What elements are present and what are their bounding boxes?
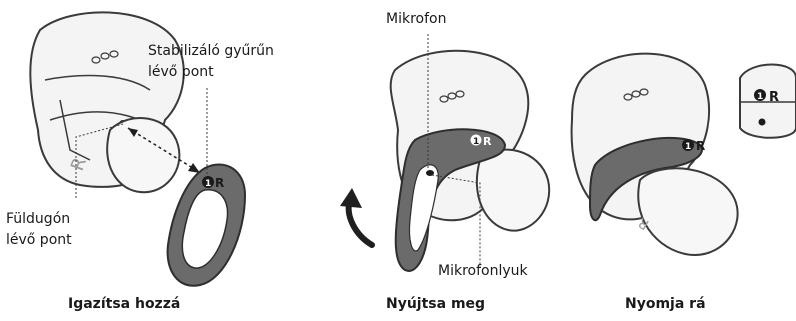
svg-text:R: R: [696, 139, 705, 153]
ring-dot-label-line2: lévő pont: [148, 63, 214, 82]
tip-dot-label-line2: lévő pont: [6, 231, 72, 250]
panel-2-illustration: 1 R: [340, 34, 549, 271]
panel-3-illustration: 1 R R 1 R: [572, 54, 796, 255]
svg-text:1: 1: [685, 142, 691, 152]
tip-dot-label-line1: Füldugón: [6, 210, 70, 229]
svg-text:R: R: [769, 90, 779, 105]
inset-badge: 1 R: [740, 65, 796, 138]
caption-align: Igazítsa hozzá: [68, 296, 180, 312]
svg-text:1: 1: [473, 137, 479, 147]
caption-press: Nyomja rá: [625, 296, 706, 312]
svg-text:1: 1: [205, 179, 211, 189]
microphone-label: Mikrofon: [386, 10, 446, 29]
svg-text:R: R: [483, 135, 492, 148]
svg-text:1: 1: [757, 92, 763, 102]
stabilizer-ring-panel-1: 1 R: [168, 164, 245, 285]
mic-hole-label: Mikrofonlyuk: [438, 262, 528, 281]
ring-dot-label-line1: Stabilizáló gyűrűn: [148, 42, 274, 61]
caption-stretch: Nyújtsa meg: [386, 296, 485, 312]
svg-text:R: R: [215, 176, 224, 190]
ear-tip: [107, 118, 179, 192]
